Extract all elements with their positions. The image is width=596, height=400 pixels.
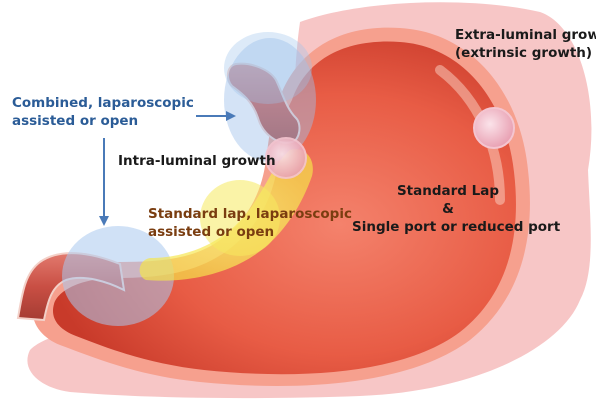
extra-luminal-line1: Extra-luminal growth <box>455 27 596 43</box>
extra-luminal-line2: (extrinsic growth) <box>455 45 593 61</box>
combined-approach-label: Combined, laparoscopic assisted or open <box>12 94 194 130</box>
combined-line2: assisted or open <box>12 113 139 129</box>
standard-lap-label: Standard lap, laparoscopic assisted or o… <box>148 205 352 241</box>
intra-luminal-tumor <box>265 137 307 179</box>
extra-luminal-tumor <box>473 107 515 149</box>
esophagus-access-halo <box>224 38 316 162</box>
standard-single-line1: Standard Lap <box>396 183 500 199</box>
standard-lap-line1: Standard lap, laparoscopic <box>148 206 352 222</box>
standard-single-line2: & <box>442 201 454 217</box>
pylorus-access-halo <box>62 226 174 326</box>
standard-lap-line2: assisted or open <box>148 224 275 240</box>
intra-luminal-label: Intra-luminal growth <box>118 153 276 169</box>
standard-single-port-label: Standard Lap & Single port or reduced po… <box>352 182 561 236</box>
combined-line1: Combined, laparoscopic <box>12 95 194 111</box>
standard-single-line3: Single port or reduced port <box>352 219 561 235</box>
intra-luminal-halo <box>139 149 313 281</box>
combined-arrows <box>99 111 236 226</box>
extra-luminal-label: Extra-luminal growth (extrinsic growth) <box>455 26 596 62</box>
